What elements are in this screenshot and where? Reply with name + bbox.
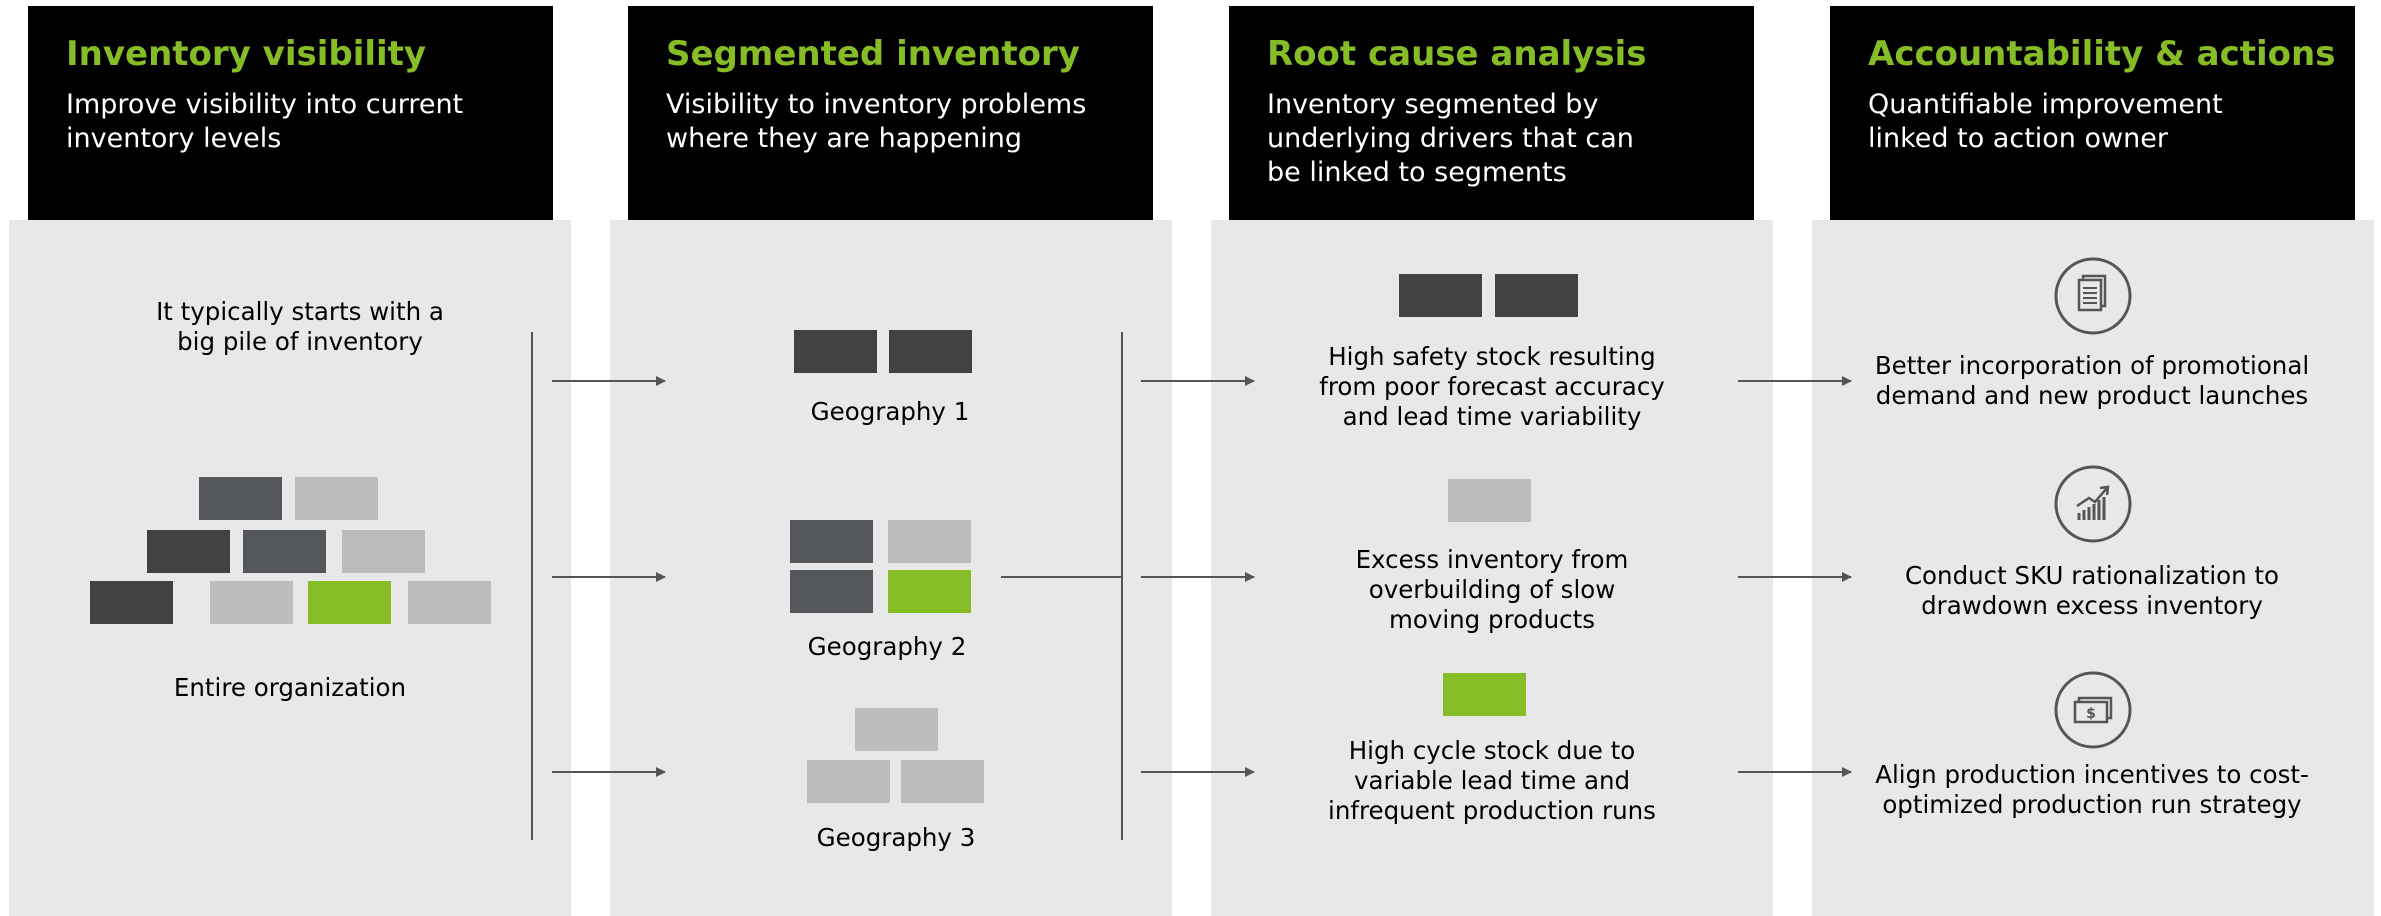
column-subtitle: Visibility to inventory problems where t… bbox=[666, 89, 1087, 154]
geography-3-label: Geography 3 bbox=[816, 823, 976, 852]
inventory-block bbox=[90, 581, 173, 624]
column-title: Accountability & actions bbox=[1868, 34, 2336, 74]
inventory-block bbox=[243, 530, 326, 573]
column-title: Segmented inventory bbox=[666, 34, 1080, 74]
header-inventory-visibility: Inventory visibility Improve visibility … bbox=[28, 6, 553, 220]
inventory-block bbox=[1495, 274, 1578, 317]
header-segmented-inventory: Segmented inventory Visibility to invent… bbox=[628, 6, 1153, 220]
intro-text: It typically starts with a big pile of i… bbox=[156, 297, 444, 356]
action-sku-rationalization: Conduct SKU rationalization to drawdown … bbox=[1904, 561, 2280, 620]
inventory-block bbox=[790, 520, 873, 563]
action-promotional-demand: Better incorporation of promotional dema… bbox=[1874, 351, 2310, 410]
inventory-block bbox=[342, 530, 425, 573]
inventory-block bbox=[855, 708, 938, 751]
money-icon: $ bbox=[2054, 671, 2132, 749]
panel-root-cause bbox=[1211, 220, 1773, 916]
geography-1-label: Geography 1 bbox=[810, 397, 970, 426]
inventory-block bbox=[901, 760, 984, 803]
inventory-block bbox=[888, 570, 971, 613]
column-subtitle: Quantifiable improvement linked to actio… bbox=[1868, 89, 2223, 154]
cycle-stock-block bbox=[1443, 673, 1526, 716]
entire-organization-label: Entire organization bbox=[173, 673, 407, 702]
inventory-block bbox=[889, 330, 972, 373]
inventory-block bbox=[147, 530, 230, 573]
column-title: Root cause analysis bbox=[1267, 34, 1647, 74]
inventory-block bbox=[794, 330, 877, 373]
cause-safety-stock: High safety stock resulting from poor fo… bbox=[1319, 342, 1665, 431]
inventory-block bbox=[210, 581, 293, 624]
cause-excess-inventory: Excess inventory from overbuilding of sl… bbox=[1355, 545, 1629, 634]
inventory-block bbox=[408, 581, 491, 624]
inventory-block bbox=[807, 760, 890, 803]
header-root-cause: Root cause analysis Inventory segmented … bbox=[1229, 6, 1754, 220]
inventory-block bbox=[1399, 274, 1482, 317]
inventory-block bbox=[888, 520, 971, 563]
inventory-block bbox=[790, 570, 873, 613]
inventory-block bbox=[295, 477, 378, 520]
cause-cycle-stock: High cycle stock due to variable lead ti… bbox=[1328, 736, 1656, 825]
header-accountability: Accountability & actions Quantifiable im… bbox=[1830, 6, 2355, 220]
excess-inventory-block bbox=[1448, 479, 1531, 522]
svg-text:$: $ bbox=[2086, 706, 2096, 722]
inventory-block bbox=[308, 581, 391, 624]
column-subtitle: Improve visibility into current inventor… bbox=[66, 89, 464, 154]
panel-accountability bbox=[1812, 220, 2374, 916]
column-title: Inventory visibility bbox=[66, 34, 427, 74]
documents-icon bbox=[2054, 257, 2132, 335]
inventory-block bbox=[199, 477, 282, 520]
action-production-incentives: Align production incentives to cost-opti… bbox=[1875, 760, 2309, 819]
column-subtitle: Inventory segmented by underlying driver… bbox=[1267, 89, 1634, 188]
geography-2-label: Geography 2 bbox=[807, 632, 967, 661]
growth-chart-icon bbox=[2054, 465, 2132, 543]
